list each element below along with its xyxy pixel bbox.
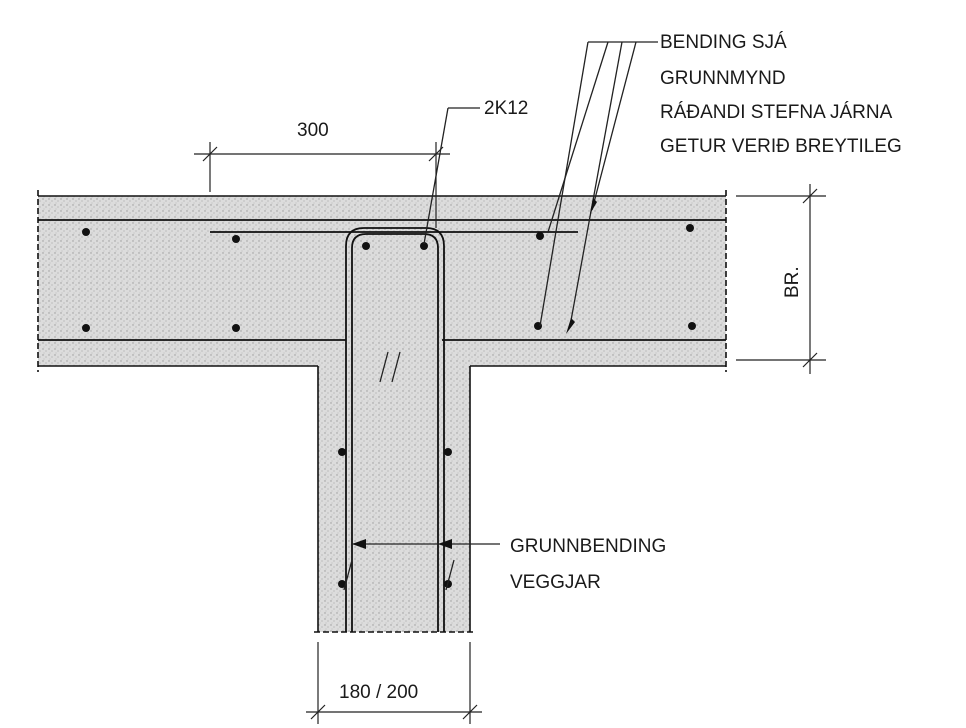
wall-leader	[343, 539, 500, 591]
concrete-beam	[37, 190, 727, 372]
beam-rebar	[38, 219, 726, 341]
u-bar-2k12	[345, 227, 445, 632]
note-line-3: RÁÐANDI STEFNA JÁRNA	[660, 102, 893, 123]
dimension-300	[194, 142, 450, 228]
wall-note-line-1: GRUNNBENDING	[510, 536, 666, 557]
leader-2k12	[423, 107, 480, 245]
note-line-1: BENDING SJÁ	[660, 32, 787, 53]
rebar-dots	[82, 224, 696, 588]
wall-note-line-2: VEGGJAR	[510, 572, 601, 593]
bar-2k12-label: 2K12	[484, 98, 528, 119]
note-leaders	[539, 41, 658, 334]
dimension-300-label: 300	[297, 120, 329, 141]
dimension-wall-label: 180 / 200	[339, 682, 418, 703]
dimension-br-label: BR.	[782, 266, 803, 298]
dimension-br	[736, 184, 826, 374]
break-marks	[379, 351, 401, 383]
note-line-2: GRUNNMYND	[660, 68, 786, 89]
note-line-4: GETUR VERIÐ BREYTILEG	[660, 136, 902, 157]
dimension-wall	[306, 642, 482, 724]
concrete-wall	[314, 366, 474, 633]
